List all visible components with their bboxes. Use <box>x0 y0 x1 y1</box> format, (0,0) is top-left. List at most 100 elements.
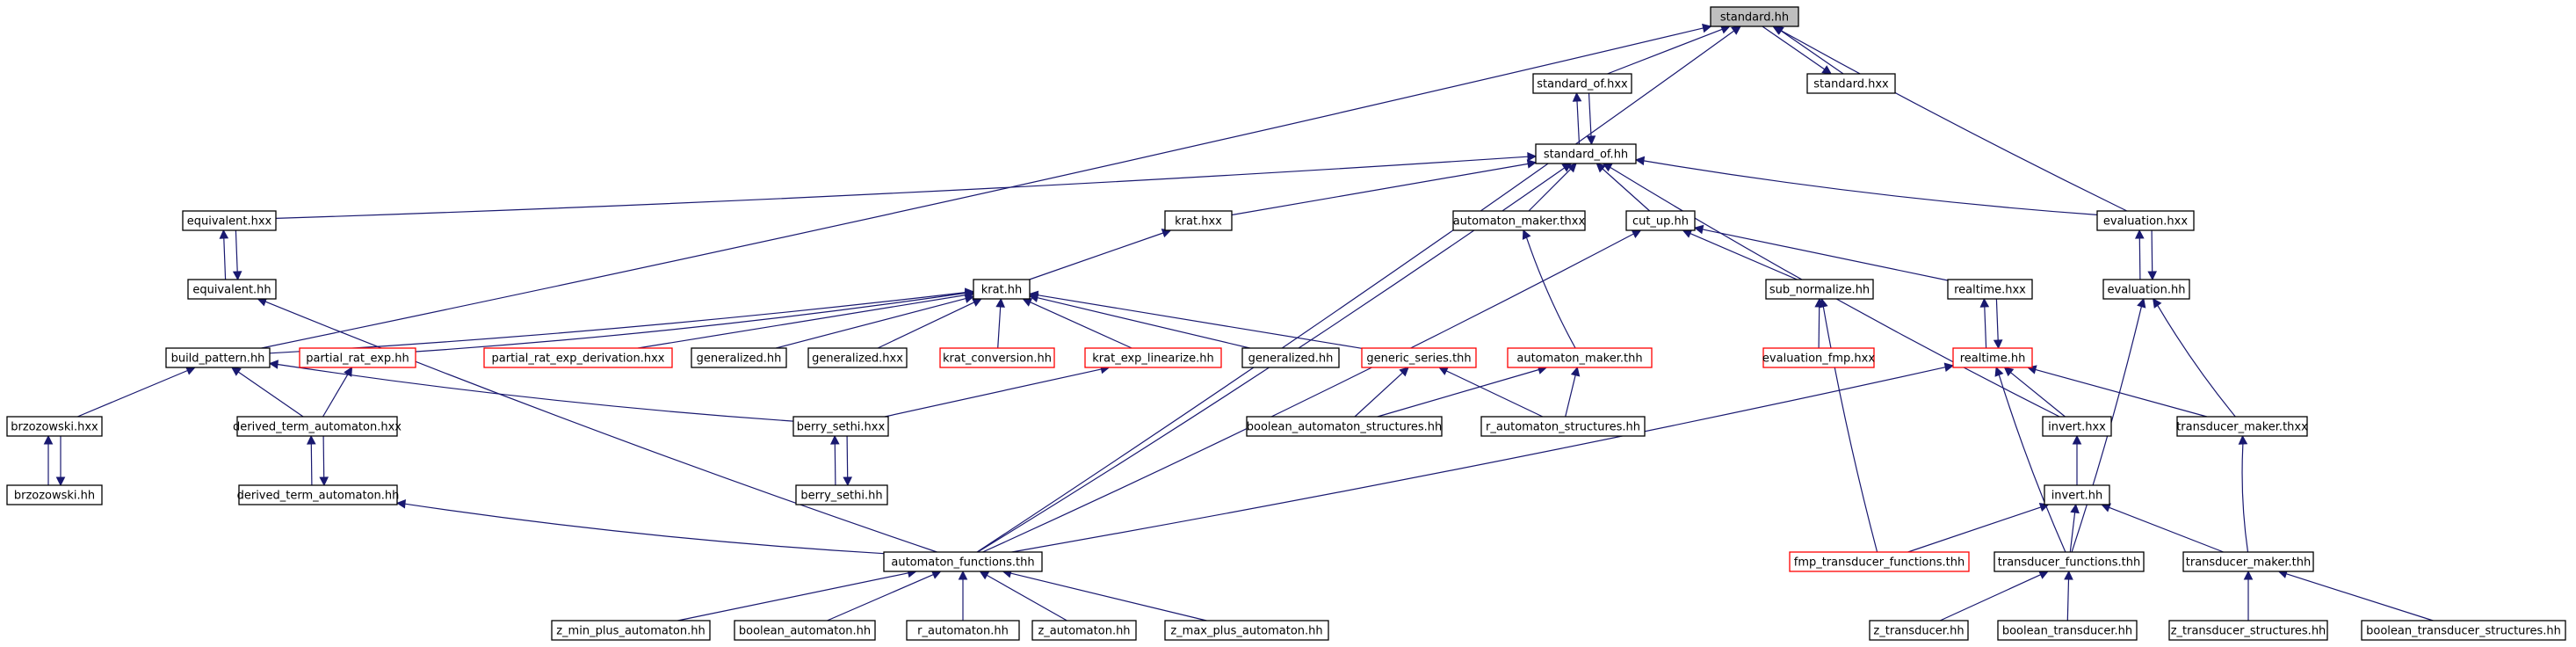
node-partial-rat-exp-derivation-hxx[interactable]: partial_rat_exp_derivation.hxx <box>483 347 673 368</box>
node-boolean-transducer-hh[interactable]: boolean_transducer.hh <box>1997 620 2138 641</box>
edge-fmp-transducer-functions-thh-to-sub-normalize-hh <box>1819 297 1878 553</box>
edge-line <box>2157 305 2236 418</box>
node-invert-hh[interactable]: invert.hh <box>2044 484 2110 505</box>
edge-line <box>1602 168 1651 212</box>
edge-realtime-hxx-to-realtime-hh <box>1993 298 2003 350</box>
edge-line <box>677 572 909 622</box>
node-evaluation-hxx[interactable]: evaluation.hxx <box>2096 210 2195 231</box>
node-z-min-plus-automaton-hh[interactable]: z_min_plus_automaton.hh <box>551 620 711 641</box>
node-derived-term-automaton-hxx[interactable]: derived_term_automaton.hxx <box>233 416 402 437</box>
node-label: z_transducer_structures.hh <box>2171 625 2326 638</box>
node-r-automaton-structures-hh[interactable]: r_automaton_structures.hh <box>1480 416 1646 437</box>
edge-berry-sethi-hh-to-berry-sethi-hxx <box>830 434 840 486</box>
edge-line <box>1354 372 1403 418</box>
node-sub-normalize-hh[interactable]: sub_normalize.hh <box>1765 279 1874 300</box>
node-cut-up-hh[interactable]: cut_up.hh <box>1625 210 1696 231</box>
node-automaton-functions-thh[interactable]: automaton_functions.thh <box>883 551 1043 572</box>
node-realtime-hxx[interactable]: realtime.hxx <box>1947 279 2033 300</box>
node-krat-hxx[interactable]: krat.hxx <box>1164 210 1233 231</box>
node-equivalent-hxx[interactable]: equivalent.hxx <box>182 210 277 231</box>
node-berry-sethi-hxx[interactable]: berry_sethi.hxx <box>792 416 889 437</box>
node-label: build_pattern.hh <box>171 353 265 366</box>
node-evaluation-hh[interactable]: evaluation.hh <box>2102 279 2190 300</box>
arrowhead-icon <box>2072 434 2082 445</box>
node-z-transducer-hh[interactable]: z_transducer.hh <box>1869 620 1969 641</box>
edge-line <box>1011 367 1946 553</box>
node-generalized-hh-1[interactable]: generalized.hh <box>691 347 787 368</box>
edge-line <box>2066 578 2070 622</box>
node-box <box>1947 279 2033 300</box>
arrowhead-icon <box>1022 298 1033 307</box>
arrowhead-icon <box>843 476 852 487</box>
node-box <box>1241 347 1340 368</box>
edge-z-transducer-hh-to-transducer-functions-thh <box>1939 571 2049 622</box>
node-box <box>1532 73 1632 94</box>
node-label: fmp_transducer_functions.thh <box>1794 556 1965 570</box>
node-brzozowski-hxx[interactable]: brzozowski.hxx <box>6 416 103 437</box>
edge-line <box>1907 506 2042 553</box>
node-equivalent-hh[interactable]: equivalent.hh <box>187 279 277 300</box>
node-krat-conversion-hh[interactable]: krat_conversion.hh <box>939 347 1055 368</box>
edge-equivalent-hxx-to-equivalent-hh <box>232 229 242 281</box>
node-box <box>2102 279 2190 300</box>
node-fmp-transducer-functions-thh[interactable]: fmp_transducer_functions.thh <box>1789 551 1970 572</box>
node-z-max-plus-automaton-hh[interactable]: z_max_plus_automaton.hh <box>1164 620 1329 641</box>
node-box <box>165 347 271 368</box>
node-boolean-transducer-structures-hh[interactable]: boolean_transducer_structures.hh <box>2361 620 2566 641</box>
node-box <box>551 620 711 641</box>
node-derived-term-automaton-hh[interactable]: derived_term_automaton.hh <box>237 484 400 505</box>
node-invert-hxx[interactable]: invert.hxx <box>2042 416 2112 437</box>
node-box <box>1507 347 1653 368</box>
node-label: partial_rat_exp_derivation.hxx <box>492 353 665 366</box>
node-box <box>1480 416 1646 437</box>
node-generalized-hxx[interactable]: generalized.hxx <box>807 347 908 368</box>
node-standard-of-hh[interactable]: standard_of.hh <box>1535 143 1637 164</box>
node-z-automaton-hh[interactable]: z_automaton.hh <box>1031 620 1137 641</box>
node-build-pattern-hh[interactable]: build_pattern.hh <box>165 347 271 368</box>
node-krat-exp-linearize-hh[interactable]: krat_exp_linearize.hh <box>1084 347 1222 368</box>
edge-line <box>322 374 349 418</box>
node-standard-hh[interactable]: standard.hh <box>1710 6 1799 27</box>
edge-line <box>846 435 849 478</box>
node-transducer-functions-thh[interactable]: transducer_functions.thh <box>1994 551 2145 572</box>
node-box <box>187 279 277 300</box>
node-box <box>2361 620 2566 641</box>
node-transducer-maker-thh[interactable]: transducer_maker.thh <box>2182 551 2314 572</box>
node-evaluation-fmp-hxx[interactable]: evaluation_fmp.hxx <box>1762 347 1875 368</box>
node-generalized-hh-2[interactable]: generalized.hh <box>1241 347 1340 368</box>
node-boolean-automaton-structures-hh[interactable]: boolean_automaton_structures.hh <box>1246 416 1443 437</box>
node-brzozowski-hh[interactable]: brzozowski.hh <box>6 484 103 505</box>
node-automaton-maker-thxx[interactable]: automaton_maker.thxx <box>1452 210 1586 231</box>
edge-equivalent-hxx-to-standard-of-hh <box>275 152 1538 219</box>
node-label: evaluation_fmp.hxx <box>1762 353 1875 366</box>
node-transducer-maker-thxx[interactable]: transducer_maker.thxx <box>2176 416 2308 437</box>
node-box <box>1789 551 1970 572</box>
node-berry-sethi-hh[interactable]: berry_sethi.hh <box>795 484 888 505</box>
edge-line <box>235 229 238 273</box>
node-krat-hh[interactable]: krat.hh <box>973 279 1031 300</box>
edge-equivalent-hh-to-equivalent-hxx <box>219 229 229 280</box>
node-standard-hxx[interactable]: standard.hxx <box>1806 73 1896 94</box>
node-generic-series-thh[interactable]: generic_series.thh <box>1361 347 1477 368</box>
node-label: equivalent.hxx <box>187 215 272 229</box>
node-standard-of-hxx[interactable]: standard_of.hxx <box>1532 73 1632 94</box>
node-r-automaton-hh[interactable]: r_automaton.hh <box>906 620 1020 641</box>
edge-line <box>1607 28 1723 75</box>
edge-line <box>1995 298 1999 341</box>
node-label: realtime.hxx <box>1954 284 2026 297</box>
node-z-transducer-structures-hh[interactable]: z_transducer_structures.hh <box>2168 620 2328 641</box>
arrowhead-icon <box>232 271 242 281</box>
node-realtime-hh[interactable]: realtime.hh <box>1952 347 2033 368</box>
node-box <box>906 620 1020 641</box>
edge-brzozowski-hh-to-brzozowski-hxx <box>43 434 54 485</box>
edge-automaton-functions-thh-to-realtime-hh <box>1011 362 1955 553</box>
node-boolean-automaton-hh[interactable]: boolean_automaton.hh <box>734 620 876 641</box>
node-automaton-maker-thh[interactable]: automaton_maker.thh <box>1507 347 1653 368</box>
node-box <box>182 210 277 231</box>
edge-line <box>261 27 1704 349</box>
node-box <box>691 347 787 368</box>
edge-evaluation-hxx-to-evaluation-hh <box>2147 229 2157 281</box>
edge-fmp-transducer-functions-thh-to-invert-hh <box>1907 502 2050 553</box>
arrowhead-icon <box>1634 156 1646 166</box>
node-partial-rat-exp-hh[interactable]: partial_rat_exp.hh <box>299 347 416 368</box>
